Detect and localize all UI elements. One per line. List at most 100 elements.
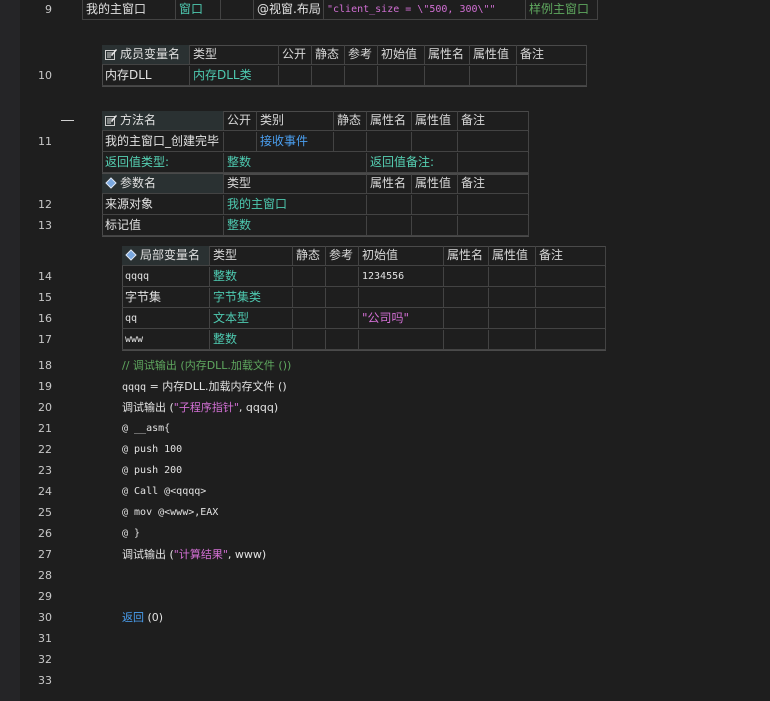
empty-cell[interactable] <box>221 0 254 20</box>
empty-cell[interactable] <box>326 288 359 308</box>
member-type-cell[interactable]: 内存DLL类 <box>190 66 279 86</box>
empty-cell[interactable] <box>489 288 536 308</box>
line-number: 10 <box>38 69 52 82</box>
header-reference: 参考 <box>345 45 378 65</box>
param-name-cell[interactable]: 标记值 <box>102 216 224 236</box>
local-type-cell[interactable]: 字节集类 <box>210 288 293 308</box>
local-name-cell[interactable]: qq <box>122 309 210 329</box>
empty-cell[interactable] <box>470 66 517 86</box>
empty-cell[interactable] <box>444 330 489 350</box>
empty-cell[interactable] <box>517 66 587 86</box>
param-type-cell[interactable]: 我的主窗口 <box>224 195 367 215</box>
header-static: 静态 <box>334 111 367 131</box>
empty-cell[interactable] <box>326 267 359 287</box>
window-value-cell[interactable]: "client_size = \"500, 300\"" <box>324 0 526 20</box>
return-type-cell[interactable]: 整数 <box>224 153 367 173</box>
window-name-cell[interactable]: 我的主窗口 <box>82 0 176 20</box>
code-line[interactable]: 调试输出 ("子程序指针", qqqq) <box>122 401 278 415</box>
empty-cell[interactable] <box>458 216 529 236</box>
local-type-cell[interactable]: 整数 <box>210 330 293 350</box>
empty-cell[interactable] <box>293 330 326 350</box>
empty-cell[interactable] <box>412 195 458 215</box>
empty-cell[interactable] <box>279 66 312 86</box>
local-initial-cell[interactable]: "公司吗" <box>359 309 444 329</box>
empty-cell[interactable] <box>334 132 367 152</box>
empty-cell[interactable] <box>444 309 489 329</box>
member-name-cell[interactable]: 内存DLL <box>102 66 190 86</box>
local-initial-cell[interactable] <box>359 288 444 308</box>
edit-table-icon <box>105 47 117 60</box>
line-number: 33 <box>38 674 52 687</box>
empty-cell[interactable] <box>489 330 536 350</box>
line-number: 19 <box>38 380 52 393</box>
empty-cell[interactable] <box>536 288 606 308</box>
empty-cell[interactable] <box>536 309 606 329</box>
line-number: 15 <box>38 291 52 304</box>
empty-cell[interactable] <box>444 288 489 308</box>
method-name-cell[interactable]: 我的主窗口_创建完毕 <box>102 132 224 152</box>
header-method-name: 方法名 <box>102 111 224 131</box>
code-token: (0) <box>144 611 164 624</box>
empty-cell[interactable] <box>312 66 345 86</box>
local-type-cell[interactable]: 文本型 <box>210 309 293 329</box>
code-line-asm[interactable]: @ Call @<qqqq> <box>122 486 207 497</box>
empty-cell[interactable] <box>536 330 606 350</box>
code-line-return[interactable]: 返回 (0) <box>122 611 163 625</box>
empty-cell[interactable] <box>489 267 536 287</box>
empty-cell[interactable] <box>367 195 412 215</box>
line-number: 22 <box>38 443 52 456</box>
empty-cell[interactable] <box>378 66 425 86</box>
empty-cell[interactable] <box>224 132 257 152</box>
code-line-comment[interactable]: // 调试输出 (内存DLL.加载文件 ()) <box>122 359 292 372</box>
empty-cell[interactable] <box>345 66 378 86</box>
code-line-asm[interactable]: @ mov @<www>,EAX <box>122 507 219 518</box>
code-line-asm[interactable]: @ __asm{ <box>122 423 171 434</box>
empty-cell[interactable] <box>536 267 606 287</box>
line-number: 20 <box>38 401 52 414</box>
empty-cell[interactable] <box>444 267 489 287</box>
line-number: 31 <box>38 632 52 645</box>
empty-cell[interactable] <box>293 267 326 287</box>
empty-cell[interactable] <box>367 216 412 236</box>
empty-cell[interactable] <box>367 132 412 152</box>
empty-cell[interactable] <box>458 132 529 152</box>
line-number: 25 <box>38 506 52 519</box>
local-initial-cell[interactable] <box>359 330 444 350</box>
local-name-cell[interactable]: 字节集 <box>122 288 210 308</box>
line-number: 24 <box>38 485 52 498</box>
code-line-asm[interactable]: @ push 100 <box>122 444 183 455</box>
window-note-cell[interactable]: 样例主窗口 <box>526 0 598 20</box>
empty-cell[interactable] <box>489 309 536 329</box>
empty-cell[interactable] <box>412 216 458 236</box>
code-token: 调试输出 ( <box>122 548 174 561</box>
code-keyword: 返回 <box>122 611 144 624</box>
param-name-cell[interactable]: 来源对象 <box>102 195 224 215</box>
fold-marker[interactable] <box>61 120 74 121</box>
empty-cell[interactable] <box>293 288 326 308</box>
empty-cell[interactable] <box>326 330 359 350</box>
local-initial-cell[interactable]: 1234556 <box>359 267 444 287</box>
line-number: 28 <box>38 569 52 582</box>
empty-cell[interactable] <box>412 132 458 152</box>
local-name-cell[interactable]: qqqq <box>122 267 210 287</box>
param-type-cell[interactable]: 整数 <box>224 216 367 236</box>
return-note-cell[interactable] <box>458 153 529 173</box>
empty-cell[interactable] <box>326 309 359 329</box>
header-public: 公开 <box>224 111 257 131</box>
empty-cell[interactable] <box>425 66 470 86</box>
line-number: 30 <box>38 611 52 624</box>
window-type-cell[interactable]: 窗口 <box>176 0 221 20</box>
local-type-cell[interactable]: 整数 <box>210 267 293 287</box>
empty-cell[interactable] <box>458 195 529 215</box>
param-diamond-icon <box>105 176 117 189</box>
empty-cell[interactable] <box>293 309 326 329</box>
code-line[interactable]: 调试输出 ("计算结果", www) <box>122 548 266 562</box>
window-prop-cell[interactable]: @视窗.布局 <box>254 0 324 20</box>
edit-method-icon <box>105 113 117 126</box>
local-name-cell[interactable]: www <box>122 330 210 350</box>
header-type: 类型 <box>210 246 293 266</box>
code-line-asm[interactable]: @ } <box>122 528 141 539</box>
code-line[interactable]: qqqq = 内存DLL.加载内存文件 () <box>122 380 287 395</box>
method-category-cell[interactable]: 接收事件 <box>257 132 334 152</box>
code-line-asm[interactable]: @ push 200 <box>122 465 183 476</box>
